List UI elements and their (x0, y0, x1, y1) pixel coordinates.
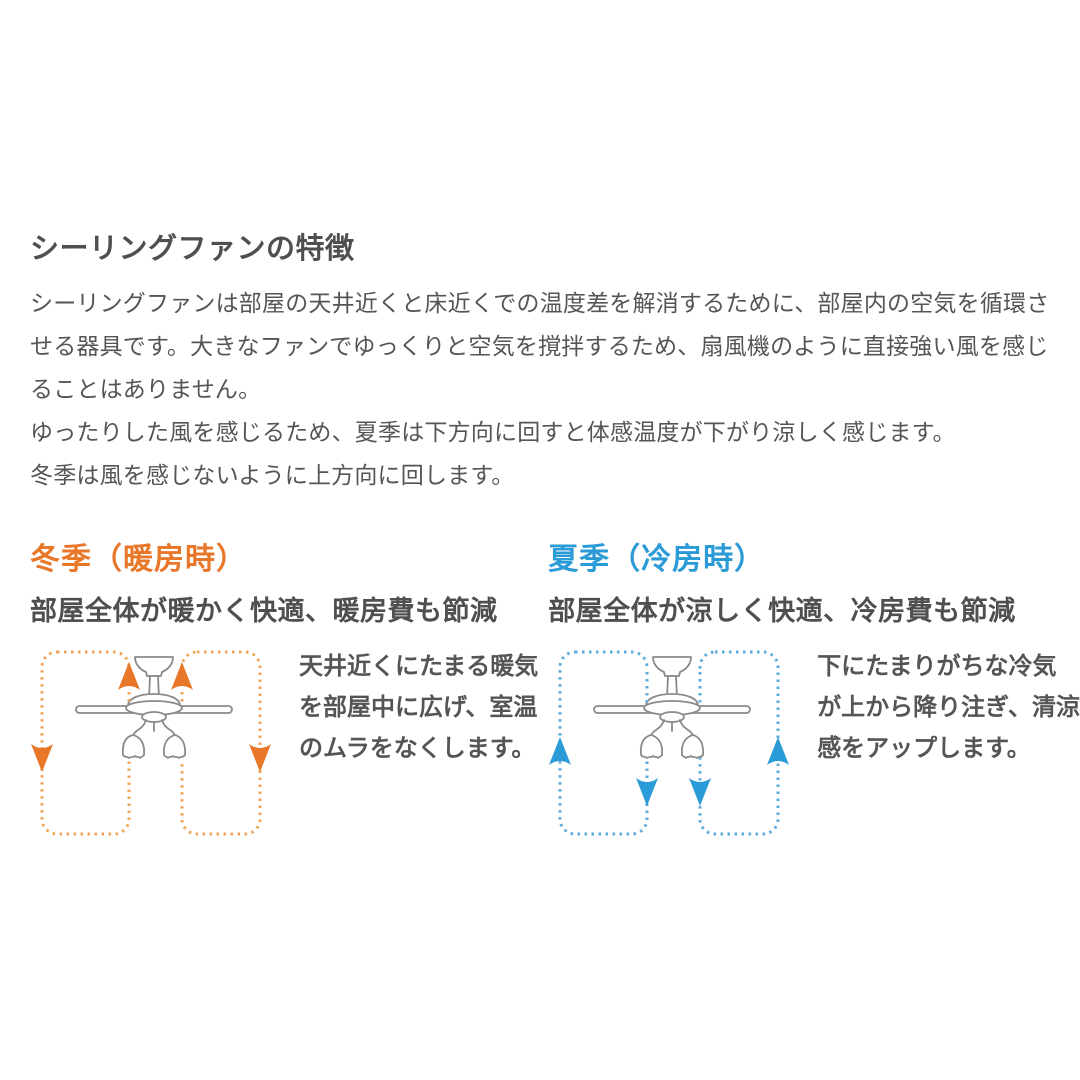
intro-line: せる器具です。大きなファンでゆっくりと空気を撹拌するため、扇風機のように直接強い… (30, 333, 1049, 359)
winter-airflow-diagram (31, 650, 271, 836)
description-line: 感をアップします。 (817, 735, 1031, 762)
intro-paragraph: シーリングファンは部屋の天井近くと床近くでの温度差を解消するために、部屋内の空気… (30, 282, 1060, 497)
summer-description: 下にたまりがちな冷気 が上から降り注ぎ、清涼 感をアップします。 (817, 644, 1080, 842)
summer-airflow-diagram (549, 650, 790, 836)
winter-diagram-row: 天井近くにたまる暖気 を部屋中に広げ、室温 のムラをなくします。 (30, 644, 548, 842)
summer-heading: 夏季（冷房時） (548, 543, 766, 576)
down-arrow-icon (249, 744, 271, 772)
summer-subtitle: 部屋全体が涼しく快適、冷房費も節減 (548, 596, 1016, 626)
up-arrow-icon (171, 662, 193, 690)
description-line: のムラをなくします。 (299, 735, 536, 762)
description-line: を部屋中に広げ、室温 (299, 694, 538, 721)
page-title: シーリングファンの特徴 (30, 233, 355, 265)
description-line: 天井近くにたまる暖気 (299, 653, 539, 680)
intro-line: ゆったりした風を感じるため、夏季は下方向に回すと体感温度が下がり涼しく感じます。 (30, 419, 956, 445)
winter-subtitle: 部屋全体が暖かく快適、暖房費も節減 (30, 596, 498, 626)
down-arrow-icon (31, 744, 53, 772)
summer-diagram-row: 下にたまりがちな冷気 が上から降り注ぎ、清涼 感をアップします。 (548, 644, 1080, 842)
description-line: 下にたまりがちな冷気 (817, 653, 1057, 680)
intro-line: 冬季は風を感じないように上方向に回します。 (30, 462, 515, 488)
season-sections: 冬季（暖房時） 部屋全体が暖かく快適、暖房費も節減 (0, 542, 1080, 842)
down-arrow-icon (636, 778, 659, 806)
description-line: が上から降り注ぎ、清涼 (817, 694, 1080, 721)
intro-line: ることはありません。 (30, 376, 262, 402)
intro-line: シーリングファンは部屋の天井近くと床近くでの温度差を解消するために、部屋内の空気… (30, 290, 1050, 316)
down-arrow-icon (689, 778, 712, 806)
winter-description: 天井近くにたまる暖気 を部屋中に広げ、室温 のムラをなくします。 (299, 644, 538, 842)
winter-section: 冬季（暖房時） 部屋全体が暖かく快適、暖房費も節減 (30, 542, 548, 842)
up-arrow-icon (118, 662, 140, 690)
ceiling-fan-illustration (593, 656, 752, 759)
ceiling-fan-illustration (75, 656, 233, 759)
up-arrow-icon (549, 737, 572, 765)
up-arrow-icon (767, 737, 790, 765)
summer-section: 夏季（冷房時） 部屋全体が涼しく快適、冷房費も節減 (548, 542, 1080, 842)
winter-heading: 冬季（暖房時） (30, 543, 247, 576)
